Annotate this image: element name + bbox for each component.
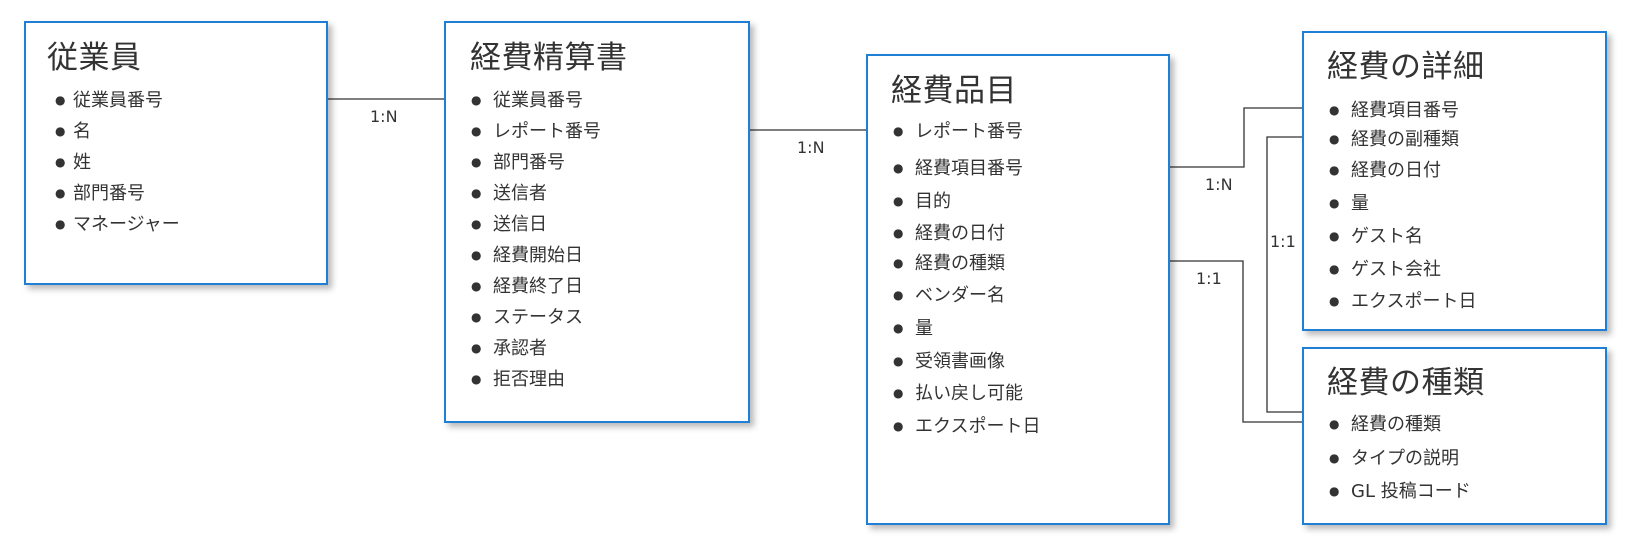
bullet-icon: ● [893, 256, 904, 270]
bullet-icon: ● [1329, 196, 1340, 210]
entity-expense-report[interactable]: 経費精算書 ●従業員番号 ●レポート番号 ●部門番号 ●送信者 ●送信日 ●経費… [444, 21, 750, 423]
bullet-icon: ● [893, 194, 904, 208]
entity-title: 経費精算書 [470, 40, 628, 76]
bullet-icon: ● [1329, 132, 1340, 146]
bullet-icon: ● [471, 310, 482, 324]
bullet-icon: ● [471, 155, 482, 169]
bullet-icon: ● [893, 226, 904, 240]
bullet-icon: ● [1329, 229, 1340, 243]
bullet-icon: ● [1329, 262, 1340, 276]
bullet-icon: ● [55, 186, 66, 200]
entity-employee[interactable]: 従業員 ●従業員番号 ●名 ●姓 ●部門番号 ●マネージャー [24, 21, 328, 285]
bullet-icon: ● [893, 354, 904, 368]
bullet-icon: ● [893, 321, 904, 335]
cardinality-label: 1:N [797, 138, 825, 157]
bullet-icon: ● [55, 93, 66, 107]
cardinality-label: 1:N [370, 107, 398, 126]
bullet-icon: ● [471, 186, 482, 200]
entity-title: 経費の種類 [1327, 365, 1485, 401]
bullet-icon: ● [1329, 163, 1340, 177]
bullet-icon: ● [471, 217, 482, 231]
bullet-icon: ● [1329, 484, 1340, 498]
bullet-icon: ● [893, 161, 904, 175]
bullet-icon: ● [471, 93, 482, 107]
bullet-icon: ● [893, 124, 904, 138]
bullet-icon: ● [893, 288, 904, 302]
entity-title: 経費の詳細 [1327, 49, 1485, 85]
bullet-icon: ● [1329, 294, 1340, 308]
entity-expense-item[interactable]: 経費品目 ●レポート番号 ●経費項目番号 ●目的 ●経費の日付 ●経費の種類 ●… [866, 54, 1170, 525]
bullet-icon: ● [471, 248, 482, 262]
bullet-icon: ● [55, 217, 66, 231]
bullet-icon: ● [1329, 451, 1340, 465]
bullet-icon: ● [55, 155, 66, 169]
bullet-icon: ● [1329, 103, 1340, 117]
cardinality-label: 1:1 [1196, 269, 1222, 288]
bullet-icon: ● [471, 341, 482, 355]
bullet-icon: ● [471, 124, 482, 138]
cardinality-label: 1:N [1205, 175, 1233, 194]
entity-title: 経費品目 [891, 73, 1017, 109]
entity-title: 従業員 [47, 40, 142, 76]
bullet-icon: ● [471, 279, 482, 293]
bullet-icon: ● [1329, 417, 1340, 431]
bullet-icon: ● [55, 124, 66, 138]
bullet-icon: ● [471, 372, 482, 386]
cardinality-label: 1:1 [1270, 232, 1296, 251]
bullet-icon: ● [893, 386, 904, 400]
entity-expense-detail[interactable]: 経費の詳細 ●経費項目番号 ●経費の副種類 ●経費の日付 ●量 ●ゲスト名 ●ゲ… [1302, 31, 1607, 331]
bullet-icon: ● [893, 419, 904, 433]
entity-expense-type[interactable]: 経費の種類 ●経費の種類 ●タイプの説明 ●GL 投稿コード [1302, 347, 1607, 525]
